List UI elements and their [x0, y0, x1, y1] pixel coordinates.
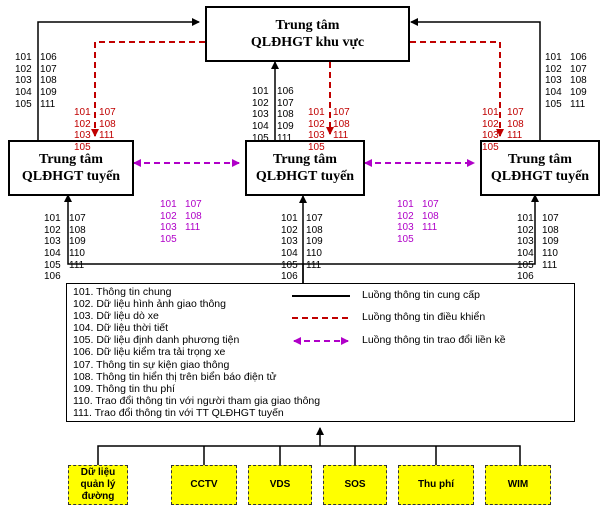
legend-control-label: Luồng thông tin điều khiển: [362, 311, 486, 323]
supply-line-right-to-regional: [410, 18, 541, 140]
route-center-right-box: Trung tâm QLĐHGT tuyến: [480, 140, 600, 196]
code-item: 107. Thông tin sự kiện giao thông: [73, 358, 230, 371]
regional-center-box: Trung tâm QLĐHGT khu vực: [205, 6, 410, 62]
code-item: 104. Dữ liệu thời tiết: [73, 322, 169, 335]
control-line-regional-to-left: [91, 41, 205, 137]
code-list: 101. Thông tin chung 102. Dữ liệu hình ả…: [73, 286, 320, 419]
code-item: 111. Trao đổi thông tin với TT QLĐHGT tu…: [73, 406, 284, 419]
code-item: 102. Dữ liệu hình ảnh giao thông: [73, 298, 226, 311]
route-center-left-line2: QLĐHGT tuyến: [21, 169, 121, 184]
code-item: 108. Thông tin hiển thị trên biển báo đi…: [73, 370, 277, 383]
code-item: 110. Trao đổi thông tin với người tham g…: [73, 394, 321, 407]
route-center-left-box: Trung tâm QLĐHGT tuyến: [8, 140, 134, 196]
code-item: 101. Thông tin chung: [73, 286, 172, 298]
supply-line-left-to-regional: [37, 18, 200, 140]
legend-exchange-label: Luồng thông tin trao đổi liền kề: [362, 334, 506, 346]
route-center-left-line1: Trung tâm: [39, 152, 103, 167]
legend-supply-label: Luồng thông tin cung cấp: [362, 289, 480, 301]
regional-center-line1: Trung tâm: [275, 18, 340, 33]
route-center-middle-line2: QLĐHGT tuyến: [255, 169, 355, 184]
source-cctv: CCTV: [171, 465, 237, 505]
source-sos: SOS: [323, 465, 387, 505]
source-wim: WIM: [485, 465, 551, 505]
legend-box: 101. Thông tin chung 102. Dữ liệu hình ả…: [66, 283, 575, 422]
code-item: 105. Dữ liệu định danh phương tiện: [73, 334, 240, 347]
sources-bus: [97, 445, 521, 465]
supply-line-bottom-to-right: [303, 194, 539, 265]
route-center-right-line2: QLĐHGT tuyến: [490, 169, 590, 184]
source-road-data: Dữ liệu quản lý đường: [68, 465, 128, 505]
regional-center-line2: QLĐHGT khu vực: [250, 35, 365, 50]
source-toll: Thu phí: [398, 465, 474, 505]
code-item: 109. Thông tin thu phí: [73, 382, 175, 395]
code-item: 106. Dữ liệu kiểm tra tải trọng xe: [73, 346, 226, 359]
route-center-middle-line1: Trung tâm: [273, 152, 337, 167]
route-center-right-line1: Trung tâm: [508, 152, 572, 167]
route-center-middle-box: Trung tâm QLĐHGT tuyến: [245, 140, 365, 196]
control-line-regional-to-right: [410, 41, 504, 137]
code-item: 103. Dữ liệu dò xe: [73, 310, 159, 323]
source-vds: VDS: [248, 465, 312, 505]
